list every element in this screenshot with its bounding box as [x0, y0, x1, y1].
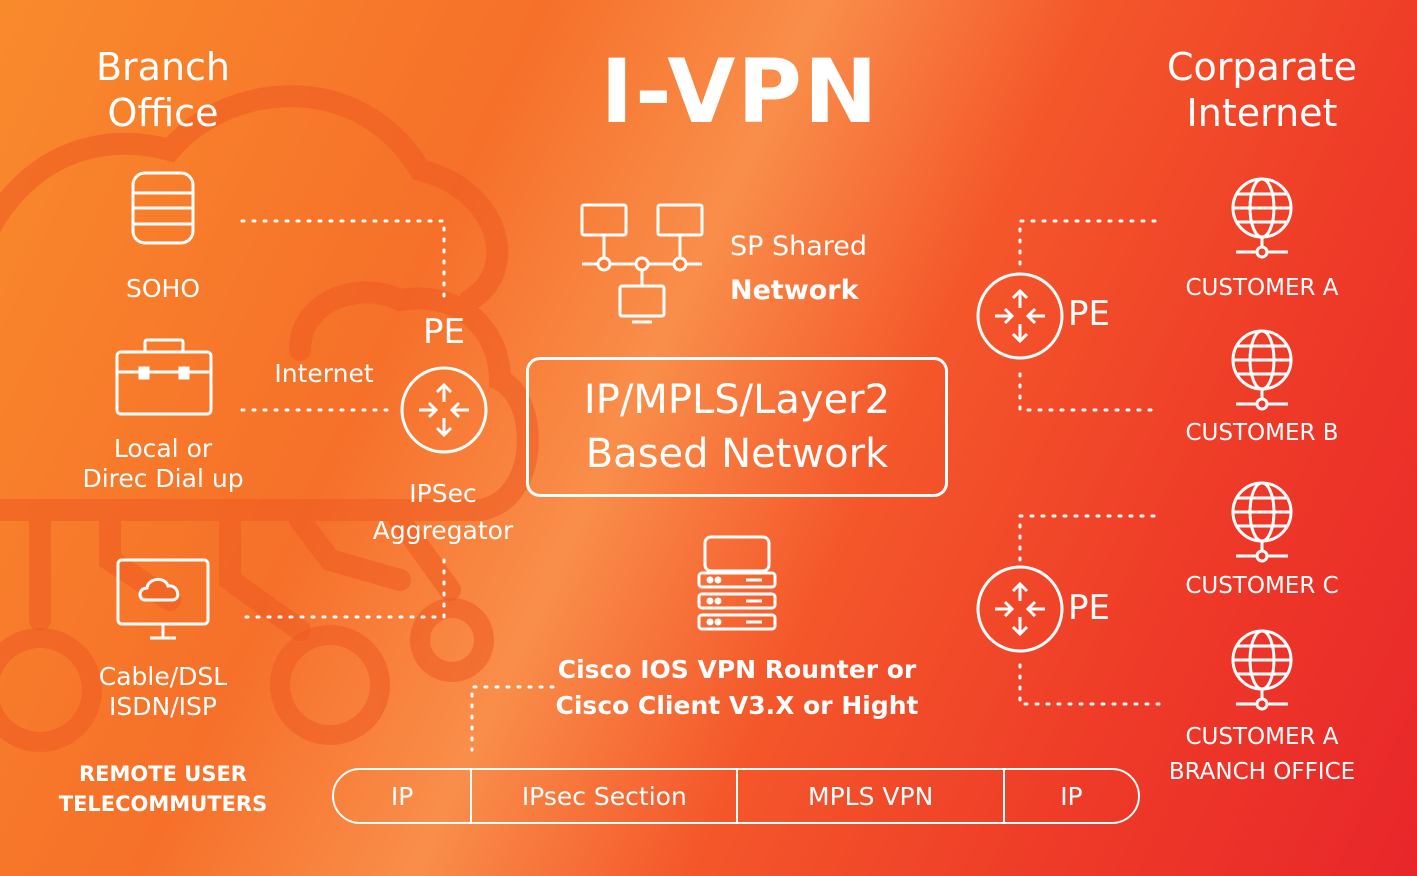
router-icon-right-top	[976, 272, 1064, 360]
cisco-router-label: Cisco IOS VPN Rounter or Cisco Client V3…	[540, 652, 934, 724]
box-line1: IP/MPLS/Layer2	[583, 377, 891, 423]
customer-a-branch-line1: CUSTOMER A	[1185, 724, 1339, 750]
ipsec-aggregator-label: IPSec Aggregator	[350, 475, 536, 549]
protocol-segment-ip-right: IP	[1002, 770, 1138, 822]
customer-a-branch-line2: BRANCH OFFICE	[1168, 759, 1356, 785]
branch-office-title: Branch Office	[60, 44, 266, 136]
protocol-bar: IP IPsec Section MPLS VPN IP	[332, 768, 1140, 824]
protocol-segment-ipsec: IPsec Section	[470, 770, 736, 822]
cable-line1: Cable/DSL	[98, 662, 228, 691]
customer-a-branch-label: CUSTOMER A BRANCH OFFICE	[1152, 720, 1372, 790]
dialup-label: Local or Direc Dial up	[60, 434, 266, 494]
sp-line1: SP Shared	[730, 231, 868, 262]
box-line2: Based Network	[585, 431, 889, 477]
router-icon-left	[400, 366, 488, 454]
customer-a-label: CUSTOMER A	[1185, 275, 1339, 301]
aggregator-line1: IPSec	[409, 479, 477, 508]
globe-icon-customer-c	[1231, 481, 1293, 563]
globe-icon-customer-a-branch	[1231, 629, 1293, 711]
server-stack-icon	[697, 535, 777, 631]
corporate-title-line1: Corparate	[1167, 45, 1357, 89]
corporate-title-line2: Internet	[1186, 91, 1338, 135]
cisco-line2: Cisco Client V3.X or Hight	[555, 691, 919, 720]
router-icon-right-bottom	[976, 565, 1064, 653]
ip-mpls-network-box: IP/MPLS/Layer2 Based Network	[526, 357, 948, 497]
corporate-internet-title: Corparate Internet	[1140, 44, 1384, 136]
globe-icon-customer-a	[1231, 177, 1293, 259]
branch-title-line1: Branch	[95, 45, 231, 89]
customer-b-label: CUSTOMER B	[1185, 420, 1339, 446]
remote-line1: REMOTE USER	[79, 762, 247, 786]
aggregator-line2: Aggregator	[372, 516, 514, 545]
pe-label-right-top: PE	[1068, 294, 1110, 334]
dialup-line1: Local or	[113, 434, 213, 463]
cable-label: Cable/DSL ISDN/ISP	[70, 662, 256, 722]
sp-line2: Network	[730, 275, 859, 306]
globe-icon-customer-b	[1231, 329, 1293, 411]
cable-line2: ISDN/ISP	[109, 692, 217, 721]
briefcase-icon	[115, 338, 213, 416]
monitor-cloud-icon	[116, 558, 210, 640]
database-icon	[131, 171, 195, 245]
pe-label-right-bottom: PE	[1068, 588, 1110, 628]
customer-c-label: CUSTOMER C	[1185, 573, 1339, 599]
remote-line2: TELECOMMUTERS	[58, 792, 268, 816]
protocol-segment-mpls: MPLS VPN	[736, 770, 1002, 822]
cisco-line1: Cisco IOS VPN Rounter or	[557, 655, 917, 684]
network-topology-icon	[580, 203, 704, 324]
pe-label-left: PE	[423, 312, 465, 352]
soho-label: SOHO	[125, 274, 201, 303]
internet-label: Internet	[274, 359, 374, 388]
main-title: I-VPN	[600, 40, 880, 143]
remote-user-label: REMOTE USER TELECOMMUTERS	[50, 759, 276, 819]
dialup-line2: Direc Dial up	[82, 464, 244, 493]
sp-shared-network-label: SP Shared Network	[730, 225, 910, 313]
protocol-segment-ip-left: IP	[390, 781, 414, 811]
branch-title-line2: Office	[107, 91, 219, 135]
